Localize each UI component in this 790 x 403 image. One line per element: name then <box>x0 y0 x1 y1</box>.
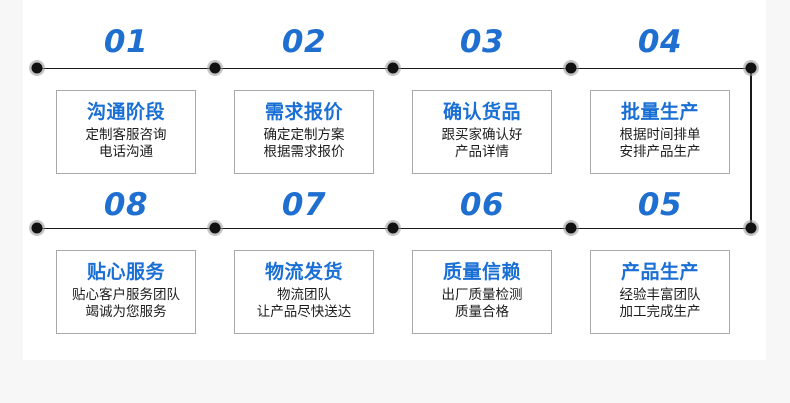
node-dot-top-4 <box>565 62 577 74</box>
node-dot-bottom-3 <box>387 222 399 234</box>
step-card-06-line-2: 质量合格 <box>455 304 509 321</box>
node-dot-bottom-1 <box>31 222 43 234</box>
node-dot-bottom-5 <box>745 222 757 234</box>
step-card-04-line-2: 安排产品生产 <box>619 144 701 161</box>
step-card-08-line-2: 竭诚为您服务 <box>85 304 167 321</box>
step-card-01-line-2: 电话沟通 <box>99 144 153 161</box>
node-dot-top-3 <box>387 62 399 74</box>
step-card-01[interactable]: 沟通阶段 定制客服咨询 电话沟通 <box>56 90 196 174</box>
step-number-01: 01 <box>103 24 149 60</box>
step-card-04-line-1: 根据时间排单 <box>619 127 701 144</box>
step-card-02-title: 需求报价 <box>264 101 343 124</box>
step-card-06-title: 质量信赖 <box>442 261 521 284</box>
step-card-08-title: 贴心服务 <box>86 261 165 284</box>
step-number-02: 02 <box>281 24 327 60</box>
step-number-05: 05 <box>637 187 683 223</box>
node-dot-top-1 <box>31 62 43 74</box>
step-card-07-line-1: 物流团队 <box>277 287 331 304</box>
step-card-01-title: 沟通阶段 <box>86 101 165 124</box>
step-number-03: 03 <box>459 24 505 60</box>
step-card-08[interactable]: 贴心服务 贴心客户服务团队 竭诚为您服务 <box>56 250 196 334</box>
node-dot-bottom-2 <box>209 222 221 234</box>
step-card-07[interactable]: 物流发货 物流团队 让产品尽快送达 <box>234 250 374 334</box>
step-card-03[interactable]: 确认货品 跟买家确认好 产品详情 <box>412 90 552 174</box>
step-number-06: 06 <box>459 187 505 223</box>
step-card-04-title: 批量生产 <box>620 101 699 124</box>
step-card-01-line-1: 定制客服咨询 <box>85 127 167 144</box>
step-card-06[interactable]: 质量信赖 出厂质量检测 质量合格 <box>412 250 552 334</box>
connector-rail-right-vertical <box>750 67 752 229</box>
node-dot-top-2 <box>209 62 221 74</box>
step-card-07-title: 物流发货 <box>264 261 343 284</box>
step-number-08: 08 <box>103 187 149 223</box>
step-card-03-line-1: 跟买家确认好 <box>441 127 523 144</box>
step-card-02-line-2: 根据需求报价 <box>263 144 345 161</box>
step-card-06-line-1: 出厂质量检测 <box>441 287 523 304</box>
step-number-04: 04 <box>637 24 683 60</box>
step-card-03-line-2: 产品详情 <box>455 144 509 161</box>
step-card-08-line-1: 贴心客户服务团队 <box>72 287 180 304</box>
step-card-05-line-2: 加工完成生产 <box>619 304 701 321</box>
step-card-05-line-1: 经验丰富团队 <box>619 287 701 304</box>
step-card-07-line-2: 让产品尽快送达 <box>256 304 352 321</box>
step-card-02-line-1: 确定定制方案 <box>263 127 345 144</box>
step-number-07: 07 <box>281 187 327 223</box>
node-dot-top-5 <box>745 62 757 74</box>
step-card-04[interactable]: 批量生产 根据时间排单 安排产品生产 <box>590 90 730 174</box>
step-card-03-title: 确认货品 <box>442 101 521 124</box>
process-flow-diagram: 01 沟通阶段 定制客服咨询 电话沟通 02 需求报价 确定定制方案 根据需求报… <box>23 0 766 360</box>
step-card-02[interactable]: 需求报价 确定定制方案 根据需求报价 <box>234 90 374 174</box>
step-card-05[interactable]: 产品生产 经验丰富团队 加工完成生产 <box>590 250 730 334</box>
step-card-05-title: 产品生产 <box>620 261 699 284</box>
node-dot-bottom-4 <box>565 222 577 234</box>
